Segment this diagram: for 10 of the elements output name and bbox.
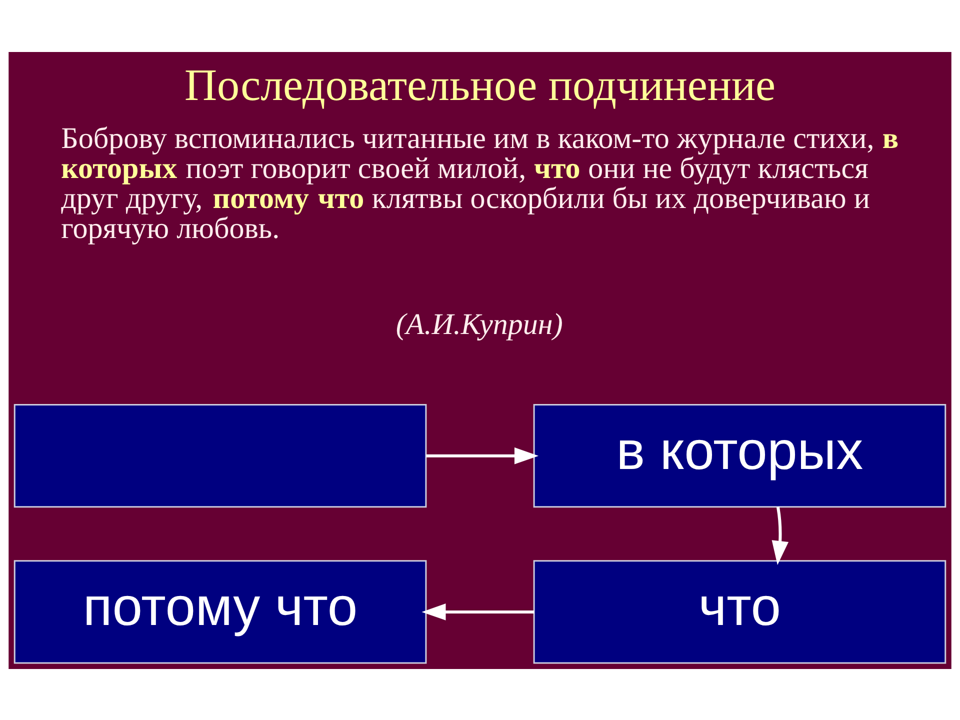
node-box: потому что bbox=[14, 560, 427, 664]
arrow bbox=[422, 603, 534, 620]
node-box: в которых bbox=[533, 404, 946, 508]
label: (А.И.Куприн) bbox=[396, 308, 563, 341]
diagram-title: Последовательное подчинение bbox=[184, 60, 776, 110]
node-box: что bbox=[533, 560, 946, 664]
arrow bbox=[772, 506, 789, 564]
label: Боброву вспоминались читанные им в каком-то журнале стихи, в которых поэт говорит своей милой, что они не будут клясться друг другу, потому что клятвы оскорбили бы их доверчиваю и горячую любовь. bbox=[61, 122, 899, 245]
arrow bbox=[426, 446, 539, 464]
node-box bbox=[14, 404, 427, 508]
